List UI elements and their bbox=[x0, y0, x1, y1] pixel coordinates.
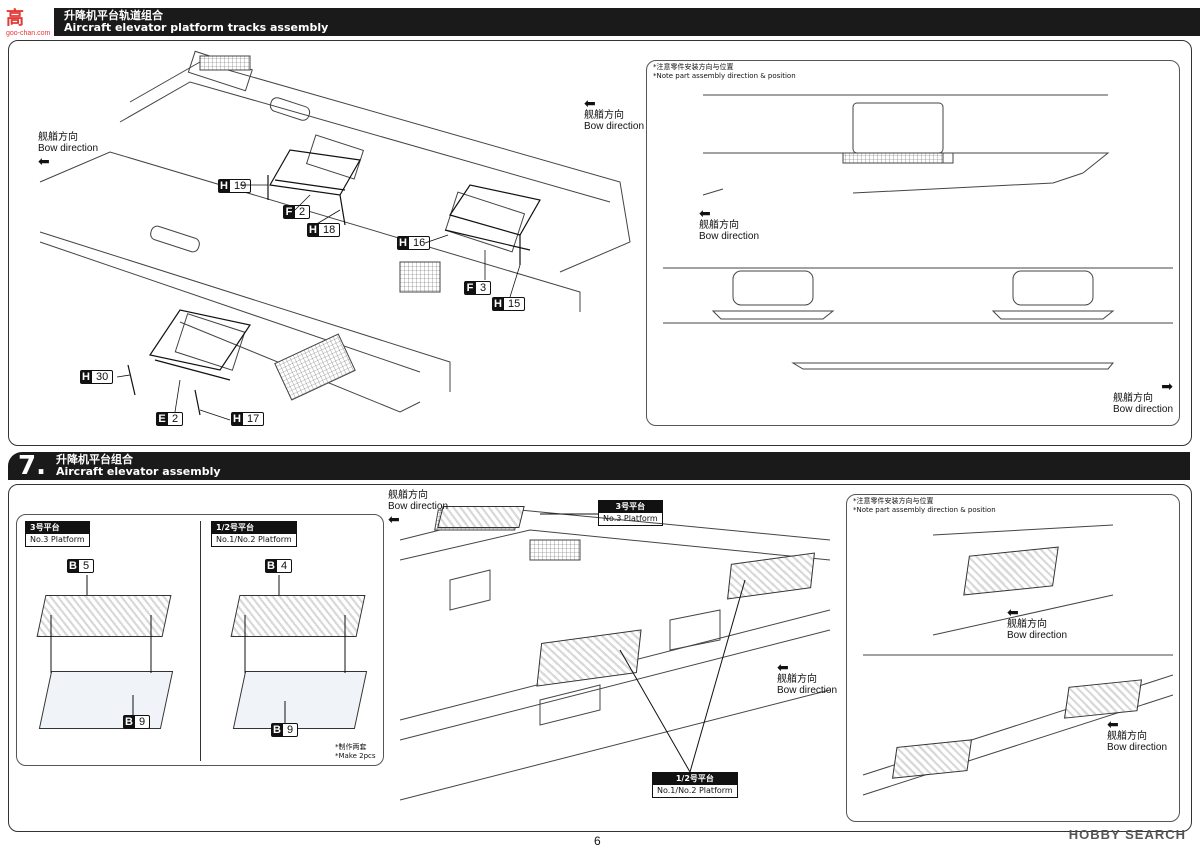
bow-left-zh: 舰艏方向 bbox=[38, 132, 78, 143]
label-no12-platform: 1/2号平台 No.1/No.2 Platform bbox=[211, 521, 297, 547]
inset6-note-zh: *注意零件安装方向与位置 bbox=[653, 63, 734, 71]
arrow-left-icon: ⬅ bbox=[1007, 604, 1019, 620]
arrow-left-icon: ⬅ bbox=[584, 95, 596, 111]
inset6-bow1-zh: 舰艏方向 bbox=[699, 220, 739, 231]
inset6-bow1: ⬅ 舰艏方向 Bow direction bbox=[699, 206, 759, 242]
arrow-left-icon: ⬅ bbox=[388, 511, 400, 527]
step7-bow-a: 舰艏方向 Bow direction ⬅ bbox=[388, 490, 448, 526]
inset7-bow1-zh: 舰艏方向 bbox=[1007, 619, 1047, 630]
step6-track-parts bbox=[116, 149, 541, 421]
arrow-left-icon: ⬅ bbox=[699, 205, 711, 221]
arrow-left-icon: ⬅ bbox=[38, 153, 50, 169]
step7-parts-panel: 3号平台 No.3 Platform 1/2号平台 No.1/No.2 Plat… bbox=[16, 514, 384, 766]
inset7-bow2-en: Bow direction bbox=[1107, 742, 1168, 753]
inset6-bow1-en: Bow direction bbox=[699, 231, 760, 242]
inset7-bow2-zh: 舰艏方向 bbox=[1107, 731, 1147, 742]
inset6-bow2-zh: 舰艏方向 bbox=[1113, 393, 1153, 404]
step6-bow-right: ⬅ 舰艏方向 Bow direction bbox=[584, 96, 644, 132]
hobby-search-watermark: HOBBY SEARCH bbox=[1068, 827, 1186, 842]
p12-zh: 1/2号平台 bbox=[212, 522, 296, 534]
bow-b-zh: 舰艏方向 bbox=[777, 674, 817, 685]
inset6-note-en: *Note part assembly direction & position bbox=[653, 72, 796, 80]
bow-a-en: Bow direction bbox=[388, 501, 449, 512]
step7-number: 7. bbox=[18, 451, 46, 481]
inset7-note-zh: *注意零件安装方向与位置 bbox=[853, 497, 934, 505]
step7-inset: *注意零件安装方向与位置 *Note part assembly directi… bbox=[846, 494, 1180, 822]
inset7-note-en: *Note part assembly direction & position bbox=[853, 506, 996, 514]
callout-no3-platform: 3号平台 No.3 Platform bbox=[598, 500, 663, 526]
p3-zh: 3号平台 bbox=[26, 522, 89, 534]
bow-b-en: Bow direction bbox=[777, 685, 838, 696]
inset7-bow1: ⬅ 舰艏方向 Bow direction bbox=[1007, 605, 1067, 641]
logo-subtext: goo-chan.com bbox=[6, 30, 51, 37]
step7-title-zh: 升降机平台组合 bbox=[55, 453, 133, 466]
arrow-right-icon: ➡ bbox=[1161, 378, 1174, 394]
call12-zh: 1/2号平台 bbox=[653, 773, 737, 785]
inset6-bow2: ➡ 舰艏方向 Bow direction bbox=[1113, 379, 1173, 415]
inset7-bow1-en: Bow direction bbox=[1007, 630, 1068, 641]
page-number: 6 bbox=[594, 834, 601, 848]
bow-left-en: Bow direction bbox=[38, 143, 99, 154]
bow-right-en: Bow direction bbox=[584, 121, 645, 132]
p3-en: No.3 Platform bbox=[30, 535, 85, 544]
arrow-left-icon: ⬅ bbox=[1107, 716, 1119, 732]
arrow-left-icon: ⬅ bbox=[777, 659, 789, 675]
step6-title-zh: 升降机平台轨道组合 bbox=[64, 9, 163, 22]
bow-right-zh: 舰艏方向 bbox=[584, 110, 624, 121]
callout-no12-platform: 1/2号平台 No.1/No.2 Platform bbox=[652, 772, 738, 798]
main-platform-no3 bbox=[437, 506, 525, 528]
step7-part-arrows bbox=[50, 575, 346, 725]
step6-inset: *注意零件安装方向与位置 *Note part assembly directi… bbox=[646, 60, 1180, 426]
inset6-drawing bbox=[663, 94, 1173, 370]
inset7-bow2: ⬅ 舰艏方向 Bow direction bbox=[1107, 717, 1167, 753]
call3-en: No.3 Platform bbox=[603, 514, 658, 523]
p12-en: No.1/No.2 Platform bbox=[216, 535, 292, 544]
step7-leader-lines bbox=[540, 513, 746, 773]
make-en: *Make 2pcs bbox=[335, 752, 376, 760]
call12-en: No.1/No.2 Platform bbox=[657, 786, 733, 795]
step6-title-en: Aircraft elevator platform tracks assemb… bbox=[64, 21, 329, 34]
step7-title-en: Aircraft elevator assembly bbox=[55, 465, 221, 478]
site-logo: 高 goo-chan.com bbox=[6, 4, 50, 37]
label-no3-platform: 3号平台 No.3 Platform bbox=[25, 521, 90, 547]
call3-zh: 3号平台 bbox=[599, 501, 662, 513]
step6-header: 升降机平台轨道组合 Aircraft elevator platform tra… bbox=[54, 8, 1200, 36]
step7-bow-b: ⬅ 舰艏方向 Bow direction bbox=[777, 660, 837, 696]
step7-header: 7. 升降机平台组合 Aircraft elevator assembly bbox=[8, 451, 1190, 481]
inset6-bow2-en: Bow direction bbox=[1113, 404, 1174, 415]
make-zh: *制作两套 bbox=[335, 743, 367, 751]
step6-bow-left: 舰艏方向 Bow direction ⬅ bbox=[38, 132, 98, 168]
logo-text: 高 bbox=[6, 8, 24, 28]
bow-a-zh: 舰艏方向 bbox=[388, 490, 428, 501]
